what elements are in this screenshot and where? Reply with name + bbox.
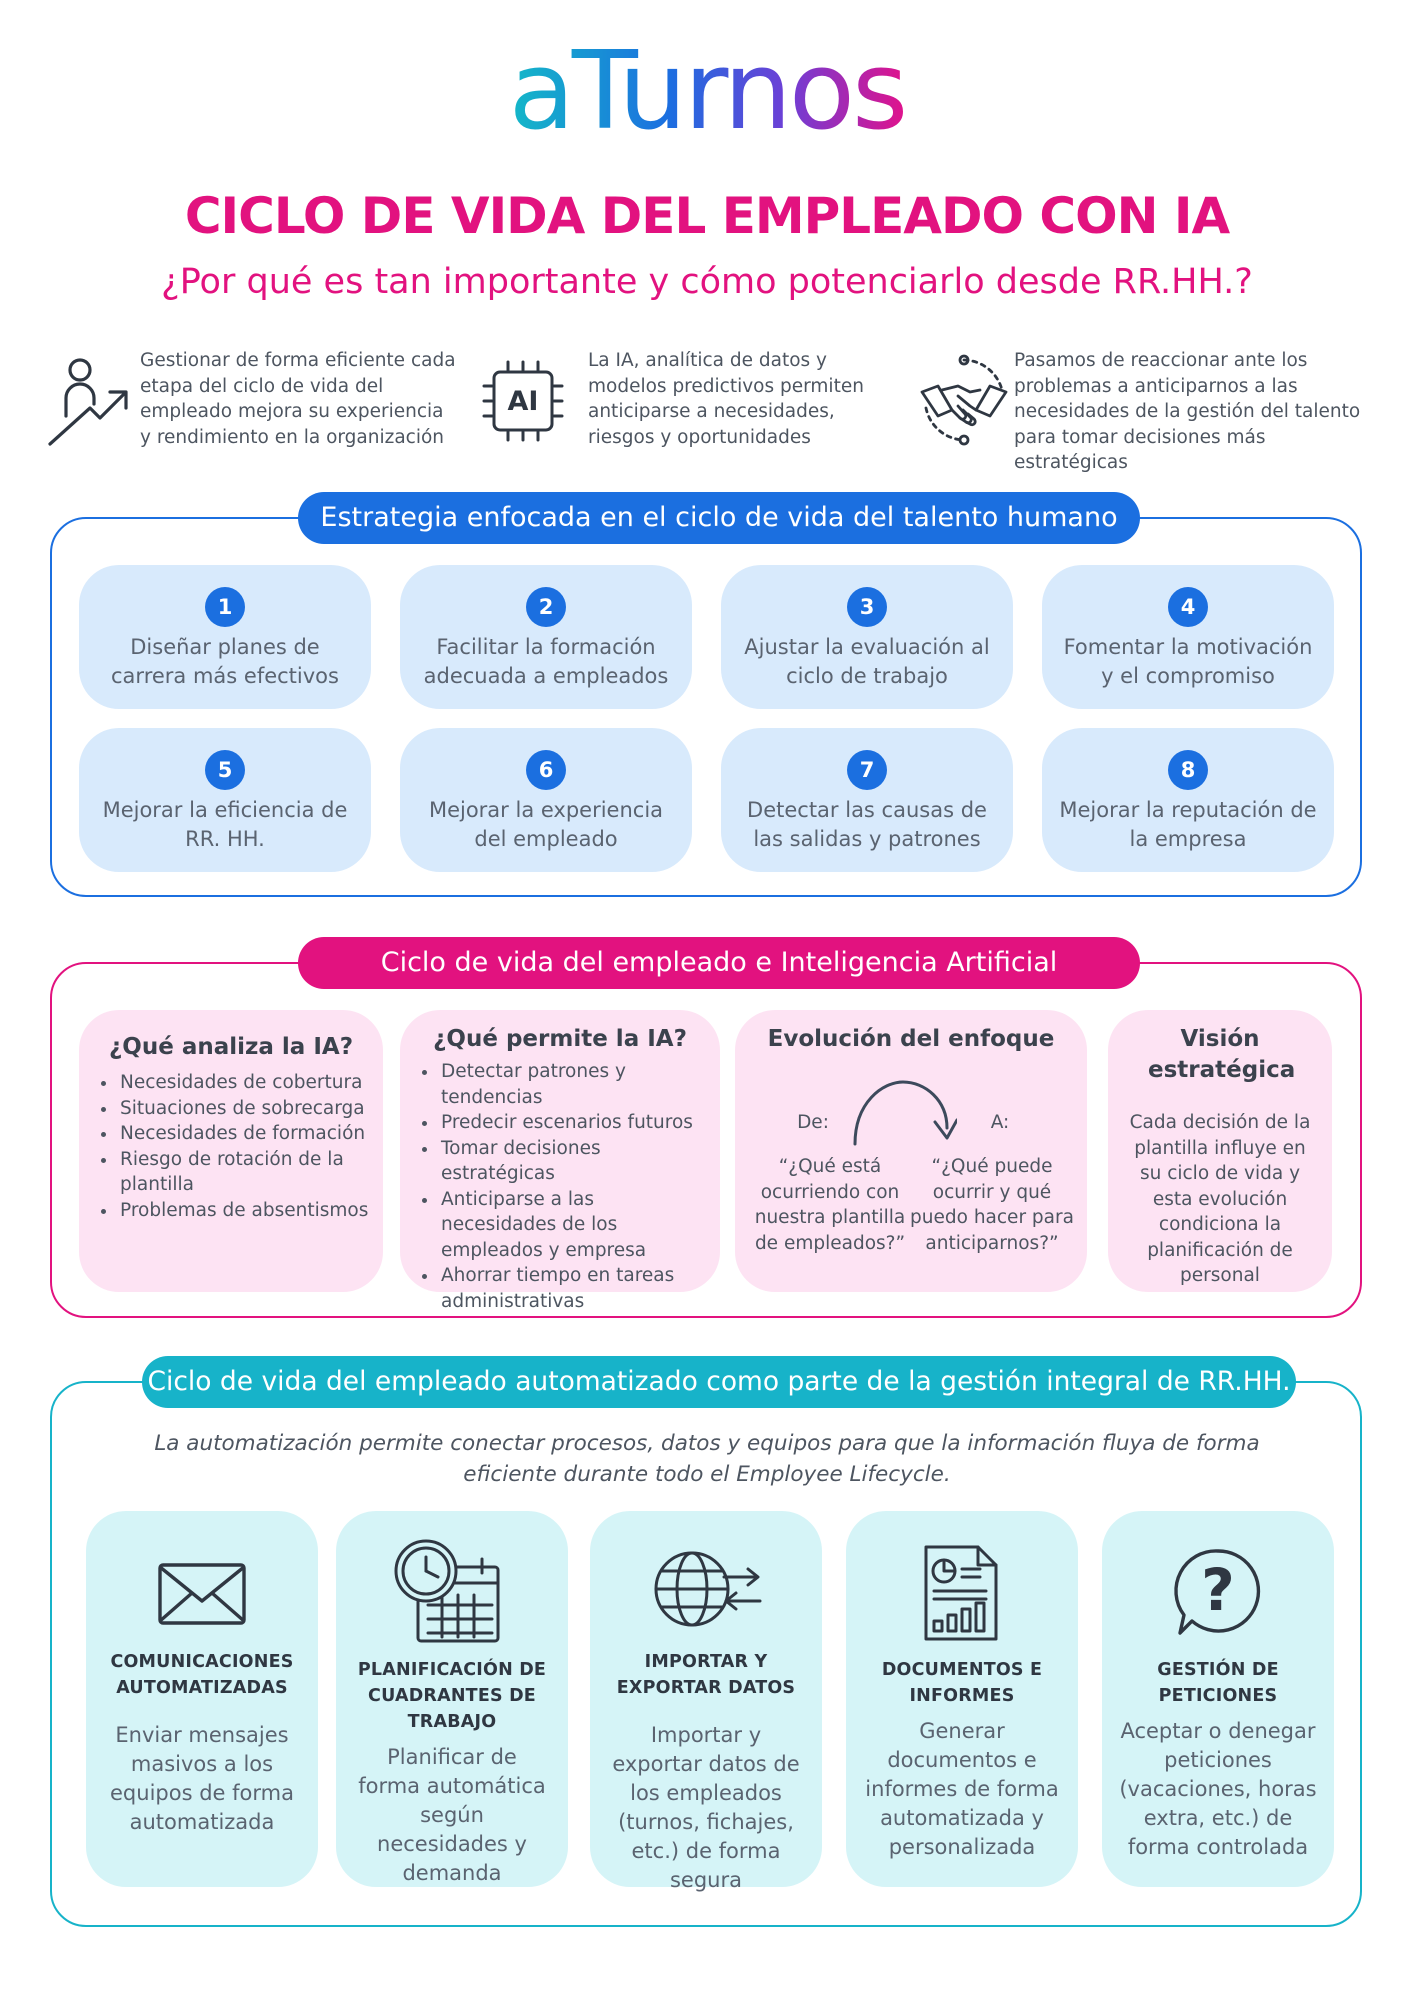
section-strategy-title: Estrategia enfocada en el ciclo de vida …: [298, 492, 1140, 544]
list-item: Necesidades de cobertura: [118, 1070, 373, 1096]
strategy-item-text: Fomentar la motivación y el compromiso: [1063, 635, 1313, 688]
strategy-item-number: 5: [205, 750, 245, 790]
strategy-item-number: 3: [847, 587, 887, 627]
strategy-item-7: 7 Detectar las causas de las salidas y p…: [721, 728, 1013, 872]
ai-allows-card: ¿Qué permite la IA? Detectar patrones y …: [400, 1010, 720, 1312]
automation-item-text: Enviar mensajes masivos a los equipos de…: [110, 1723, 294, 1834]
strategy-item-text: Mejorar la experiencia del empleado: [428, 798, 664, 851]
intro-text-2: La IA, analítica de datos y modelos pred…: [588, 350, 864, 448]
strategy-item-number: 4: [1168, 587, 1208, 627]
strategy-item-5: 5 Mejorar la eficiencia de RR. HH.: [79, 728, 371, 872]
ai-analyzes-card: ¿Qué analiza la IA? Necesidades de cober…: [79, 1010, 383, 1292]
intro-text-3: Pasamos de reaccionar ante los problemas…: [1014, 350, 1361, 473]
strategy-item-text: Mejorar la eficiencia de RR. HH.: [102, 798, 348, 851]
page-subtitle: ¿Por qué es tan importante y cómo potenc…: [161, 262, 1253, 302]
to-label: A:: [990, 1112, 1010, 1133]
strategy-item-text: Facilitar la formación adecuada a emplea…: [423, 635, 669, 688]
strategy-item-1: 1 Diseñar planes de carrera más efectivo…: [79, 565, 371, 709]
automation-intro: La automatización permite conectar proce…: [154, 1431, 1260, 1487]
ai-analyzes-heading: ¿Qué analiza la IA?: [108, 1034, 354, 1060]
strategy-item-number: 7: [847, 750, 887, 790]
list-item: Situaciones de sobrecarga: [118, 1096, 373, 1122]
strategy-item-8: 8 Mejorar la reputación de la empresa: [1042, 728, 1334, 872]
automation-item-heading: COMUNICACIONES AUTOMATIZADAS: [110, 1652, 294, 1698]
logo: aTurnos: [0, 38, 1414, 146]
strategy-item-number: 6: [526, 750, 566, 790]
list-item: Ahorrar tiempo en tareas administrativas: [439, 1263, 712, 1314]
automation-item-text: Aceptar o denegar peticiones (vacaciones…: [1119, 1719, 1317, 1859]
approach-evolution-card: Evolución del enfoque De: A: “¿Qué está …: [735, 1010, 1087, 1292]
list-item: Predecir escenarios futuros: [439, 1110, 712, 1136]
intro-text-1: Gestionar de forma eficiente cada etapa …: [140, 350, 456, 448]
strategy-item-4: 4 Fomentar la motivación y el compromiso: [1042, 565, 1334, 709]
automation-item-text: Generar documentos e informes de forma a…: [865, 1719, 1059, 1859]
automation-item-heading: PLANIFICACIÓN DE CUADRANTES DE TRABAJO: [357, 1660, 547, 1732]
strategy-item-number: 8: [1168, 750, 1208, 790]
envelope-icon: [154, 1545, 250, 1641]
person-growth-icon: [46, 356, 130, 448]
strategic-vision-card: Visión estratégica Cada decisión de la p…: [1108, 1010, 1332, 1292]
automation-item-text: Planificar de forma automática según nec…: [358, 1745, 546, 1885]
strategy-item-text: Mejorar la reputación de la empresa: [1059, 798, 1317, 851]
to-question: “¿Qué puede ocurrir y qué puedo hacer pa…: [910, 1156, 1074, 1254]
automation-item-communications: COMUNICACIONES AUTOMATIZADAS Enviar mens…: [86, 1511, 318, 1887]
automation-item-scheduling: PLANIFICACIÓN DE CUADRANTES DE TRABAJO P…: [336, 1511, 568, 1887]
question-bubble-icon: ?: [1172, 1545, 1264, 1641]
list-item: Problemas de absentismos: [118, 1198, 373, 1224]
ai-chip-icon: AI: [480, 358, 566, 444]
list-item: Detectar patrones y tendencias: [439, 1059, 712, 1110]
list-item: Anticiparse a las necesidades de los emp…: [439, 1187, 712, 1264]
list-item: Riesgo de rotación de la plantilla: [118, 1147, 373, 1198]
automation-item-requests: ? GESTIÓN DE PETICIONES Aceptar o denega…: [1102, 1511, 1334, 1887]
strategy-item-number: 1: [205, 587, 245, 627]
list-item: Tomar decisiones estratégicas: [439, 1136, 712, 1187]
section-ai-title: Ciclo de vida del empleado e Inteligenci…: [298, 937, 1140, 989]
ai-chip-label: AI: [507, 386, 539, 417]
handshake-icon: [918, 352, 1010, 448]
question-mark-glyph: ?: [1201, 1556, 1235, 1624]
logo-text: aTurnos: [508, 29, 908, 154]
automation-item-text: Importar y exportar datos de los emplead…: [612, 1723, 800, 1892]
automation-item-heading: GESTIÓN DE PETICIONES: [1157, 1660, 1279, 1706]
ai-allows-list: Detectar patrones y tendencias Predecir …: [400, 1059, 720, 1314]
ai-allows-heading: ¿Qué permite la IA?: [433, 1026, 687, 1052]
strategy-item-text: Diseñar planes de carrera más efectivos: [111, 635, 339, 688]
strategy-item-text: Detectar las causas de las salidas y pat…: [747, 798, 987, 851]
report-document-icon: [920, 1543, 1004, 1643]
approach-evolution-heading: Evolución del enfoque: [767, 1026, 1055, 1052]
page-title: CICLO DE VIDA DEL EMPLEADO CON IA: [184, 187, 1230, 245]
from-question: “¿Qué está ocurriendo con nuestra planti…: [754, 1156, 906, 1254]
strategy-item-6: 6 Mejorar la experiencia del empleado: [400, 728, 692, 872]
strategy-item-text: Ajustar la evaluación al ciclo de trabaj…: [744, 635, 990, 688]
globe-arrows-icon: [652, 1547, 764, 1631]
curved-arrow-icon: [853, 1080, 957, 1146]
automation-item-documents: DOCUMENTOS E INFORMES Generar documentos…: [846, 1511, 1078, 1887]
list-item: Necesidades de formación: [118, 1121, 373, 1147]
section-automation-title: Ciclo de vida del empleado automatizado …: [142, 1356, 1296, 1408]
strategy-item-3: 3 Ajustar la evaluación al ciclo de trab…: [721, 565, 1013, 709]
strategy-item-2: 2 Facilitar la formación adecuada a empl…: [400, 565, 692, 709]
ai-analyzes-list: Necesidades de cobertura Situaciones de …: [79, 1070, 383, 1223]
from-label: De:: [797, 1112, 829, 1133]
clock-calendar-icon: [392, 1533, 502, 1647]
strategy-item-number: 2: [526, 587, 566, 627]
strategic-vision-heading: Visión estratégica: [1148, 1026, 1296, 1083]
automation-item-heading: IMPORTAR Y EXPORTAR DATOS: [616, 1652, 796, 1698]
automation-item-import-export: IMPORTAR Y EXPORTAR DATOS Importar y exp…: [590, 1511, 822, 1892]
strategic-vision-text: Cada decisión de la plantilla influye en…: [1129, 1112, 1311, 1286]
automation-item-heading: DOCUMENTOS E INFORMES: [881, 1660, 1043, 1706]
